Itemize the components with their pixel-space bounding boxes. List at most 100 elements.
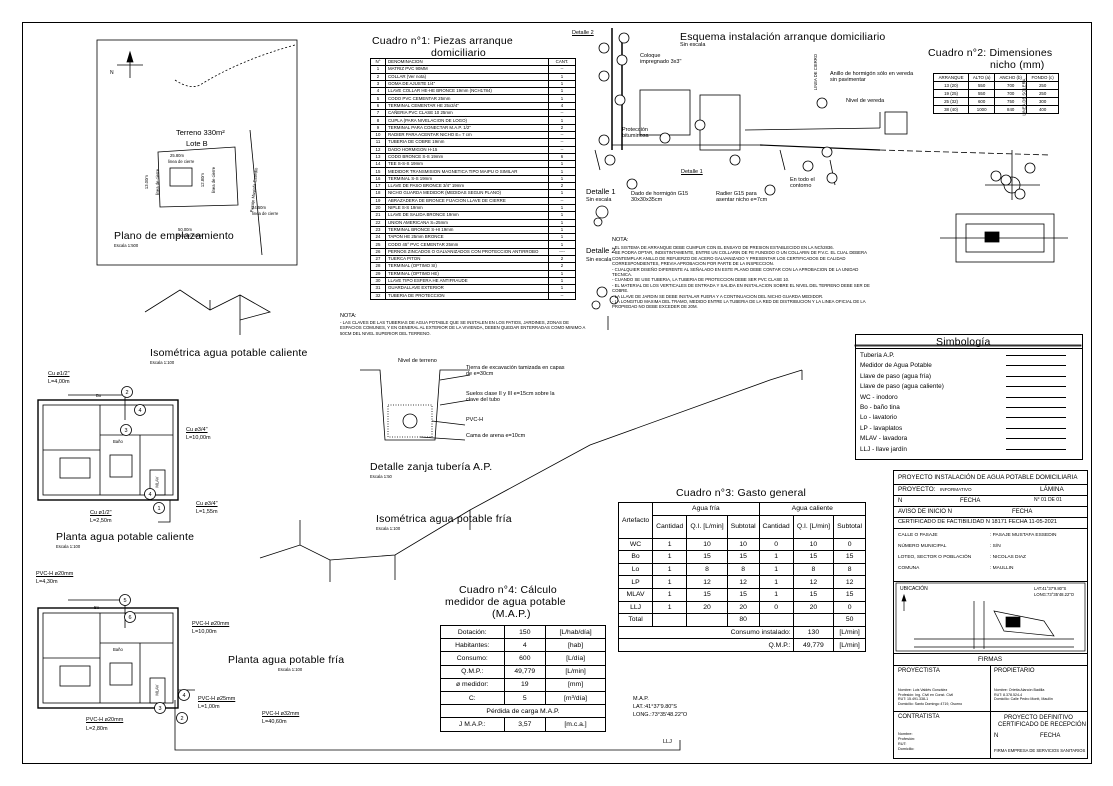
cuadro1-cell: COLLAR (Ver nota)	[385, 72, 549, 81]
tb-contratista-field: Nombre:	[898, 732, 913, 736]
cuadro1-cell: 1	[548, 284, 576, 293]
cuadro2-cell: 750	[994, 97, 1028, 106]
esquema-label: Dado de hormigón G15 30x30x35cm	[631, 191, 689, 203]
cuadro1-cell: ABRAZADERA DE BRONCE FIJACION LLAVE DE C…	[385, 196, 549, 205]
cuadro3-cell: 8	[792, 562, 835, 577]
cuadro1-cell: --	[548, 65, 576, 74]
cuadro1-cell: 31	[370, 284, 386, 293]
cuadro1-cell: MEDIDOR TRANSMISION MAGNETICA TIPO MAIPU…	[385, 167, 549, 176]
cuadro1-cell: 1	[548, 218, 576, 227]
tb-info-value: : S/N	[990, 544, 1001, 549]
map-lat: LAT.:41°37'9.80"S	[633, 704, 677, 710]
cuadro3-cell: 1	[652, 537, 688, 552]
map-label: M.A.P.	[633, 696, 649, 702]
cuadro4-label: Habitantes:	[440, 638, 505, 653]
cuadro2-cell: 250	[1026, 81, 1059, 90]
legend-symbol-tub	[1006, 407, 1066, 408]
tb-fecha: FECHA	[960, 498, 981, 504]
cuadro1-cell: TUBERIA DE PROTECCION	[385, 291, 549, 300]
cuadro2-cell: 700	[994, 81, 1028, 90]
tb-propietario-info: RUT: 8.378.524-4	[994, 692, 1023, 697]
cuadro3-cell: 1	[758, 575, 794, 589]
zanja-label: PVC-H	[466, 417, 484, 423]
legend-item: Llave de paso (agua caliente)	[860, 383, 944, 391]
cuadro3-cell: 1	[652, 587, 688, 602]
cuadro3-cell: 10	[792, 537, 835, 552]
planta-fria-scale: Escala 1:100	[278, 667, 303, 672]
legend-symbol-lp	[1006, 427, 1066, 429]
iso-fria-title: Isométrica agua potable fría	[376, 513, 512, 525]
cuadro1-cell: 1	[548, 233, 576, 242]
cuadro1-cell: 29	[370, 269, 386, 278]
legend-item: LLJ - llave jardín	[860, 445, 907, 453]
cuadro4-cell: 600	[503, 651, 547, 666]
cuadro1-cell: 1	[548, 79, 576, 89]
esquema-label: Detalle 2	[572, 30, 594, 36]
pc-label: Bo	[96, 393, 102, 398]
cuadro4-cell: 150	[503, 624, 547, 640]
legend-symbol-valve	[1006, 375, 1066, 377]
tb-cert: CERTIFICADO DE FACTIBILIDAD N 18171 FECH…	[898, 519, 1057, 525]
zanja-label: Suelos clase II y III e=15cm sobre la cl…	[466, 391, 555, 403]
north-arrow-label: N	[110, 70, 114, 76]
cuadro4-row: ø medidor:19[mm]	[440, 677, 606, 692]
cuadro1-cell: 20	[370, 203, 386, 213]
pf-label: PVC-H ø32mm	[262, 711, 300, 717]
cuadro1-cell: 1	[548, 240, 576, 249]
cuadro1-cell: --	[548, 145, 576, 154]
cuadro1-cell: 23	[370, 225, 386, 235]
tb-ubic-lat: LAT:41°37'9.80"S	[1034, 586, 1067, 591]
cuadro3-caliente-header: Agua caliente	[758, 502, 867, 516]
legend-symbol-valve2	[1006, 386, 1066, 388]
cuadro1-cell: 1	[548, 276, 576, 286]
site-dim: 24.50m	[252, 205, 266, 210]
cuadro2-cell: 600	[968, 97, 996, 106]
cuadro1-cell: TERMINAL (OPTIMO HE)	[385, 269, 549, 278]
cuadro1-cell: ----	[548, 247, 576, 257]
legend-symbol-dot	[1006, 417, 1066, 419]
pc-label: Cu ø3/4"	[186, 427, 208, 433]
cuadro3-col-header: Subtotal	[833, 514, 866, 539]
cuadro3-cell: Bo	[617, 550, 654, 564]
pc-label: L=10,00m	[186, 435, 211, 441]
cuadro1-cell: 16	[370, 174, 386, 184]
site-dim: 12.80m	[199, 173, 205, 188]
tb-propietario-info: Nombre: Orietta Alarcón Badilla	[994, 688, 1045, 692]
cuadro3-cell: 1	[758, 587, 794, 602]
iso-caliente-scale: Escala 1:100	[150, 360, 175, 365]
cuadro3-cell: 10	[686, 537, 728, 552]
cuadro4-cell: [m.c.a.]	[545, 717, 606, 732]
cuadro3-cell: LLJ	[617, 600, 654, 615]
nota1-item: - CUANDO SE USE TUBERIA, LA TUBERIA DE P…	[612, 277, 790, 283]
title-block: PROYECTO INSTALACIÓN DE AGUA POTABLE DOM…	[893, 470, 1088, 759]
cuadro3-cell: 12	[833, 575, 866, 589]
cuadro1-cell: LLAVE COLLAR HE-HE BRONCE 19mm (NCH1784)	[385, 87, 549, 96]
cuadro4-cell: [L/min]	[545, 664, 606, 679]
cuadro1-header-cell: DENOMINACION	[385, 57, 549, 67]
cuadro4-cell: 3,57	[503, 717, 547, 732]
site-dim-label: linea de cierre	[211, 166, 217, 194]
cuadro1-cell: 1	[548, 87, 576, 96]
cuadro1-cell: MATRIZ PVC 90MM	[385, 65, 549, 74]
simbologia-box: Simbología Tubería A.P.Medidor de Agua P…	[855, 334, 1083, 460]
pc-label: Cu ø1/2"	[48, 371, 70, 377]
cuadro3-cell: WC	[617, 537, 654, 552]
esquema-label: LINEA DE CIERRO	[813, 53, 819, 91]
pc-label: Cu ø1/2"	[90, 510, 112, 516]
iso-caliente-title: Isométrica agua potable caliente	[150, 347, 308, 359]
cuadro1-cell: NIPLE S-S 19mm	[385, 203, 549, 213]
nota1-item: - LA LLAVE DE JARDIN SE DEBE INSTALAR FU…	[612, 293, 824, 299]
